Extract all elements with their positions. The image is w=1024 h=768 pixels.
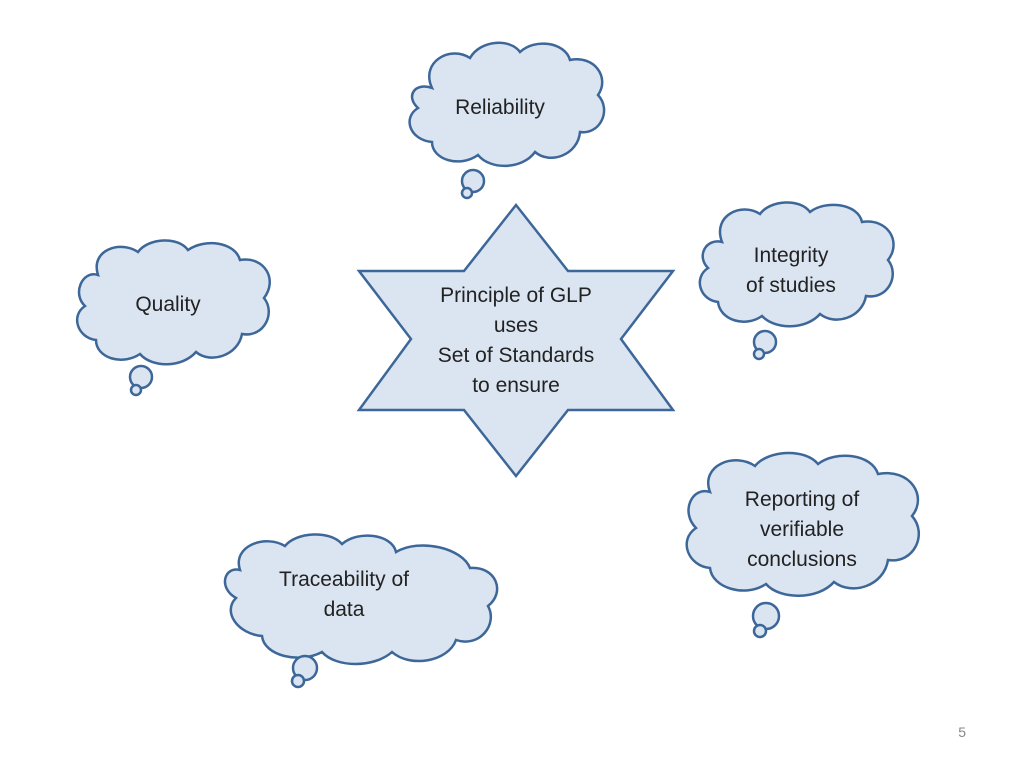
center-star xyxy=(356,202,676,479)
cloud-reliability xyxy=(408,41,606,200)
cloud-integrity xyxy=(698,201,895,361)
cloud-traceability xyxy=(223,533,499,689)
cloud-quality-label: Quality xyxy=(135,293,201,316)
cloud-reporting-label: Reporting of verifiable conclusions xyxy=(744,488,860,571)
page-number: 5 xyxy=(958,724,966,740)
cloud-integrity-label: Integrity of studies xyxy=(746,244,836,297)
cloud-traceability-label: Traceability of data xyxy=(279,568,409,621)
cloud-quality xyxy=(75,239,271,397)
cloud-reporting xyxy=(685,451,921,639)
cloud-reliability-label: Reliability xyxy=(455,96,545,119)
center-star-label: Principle of GLP uses Set of Standards t… xyxy=(437,284,595,397)
